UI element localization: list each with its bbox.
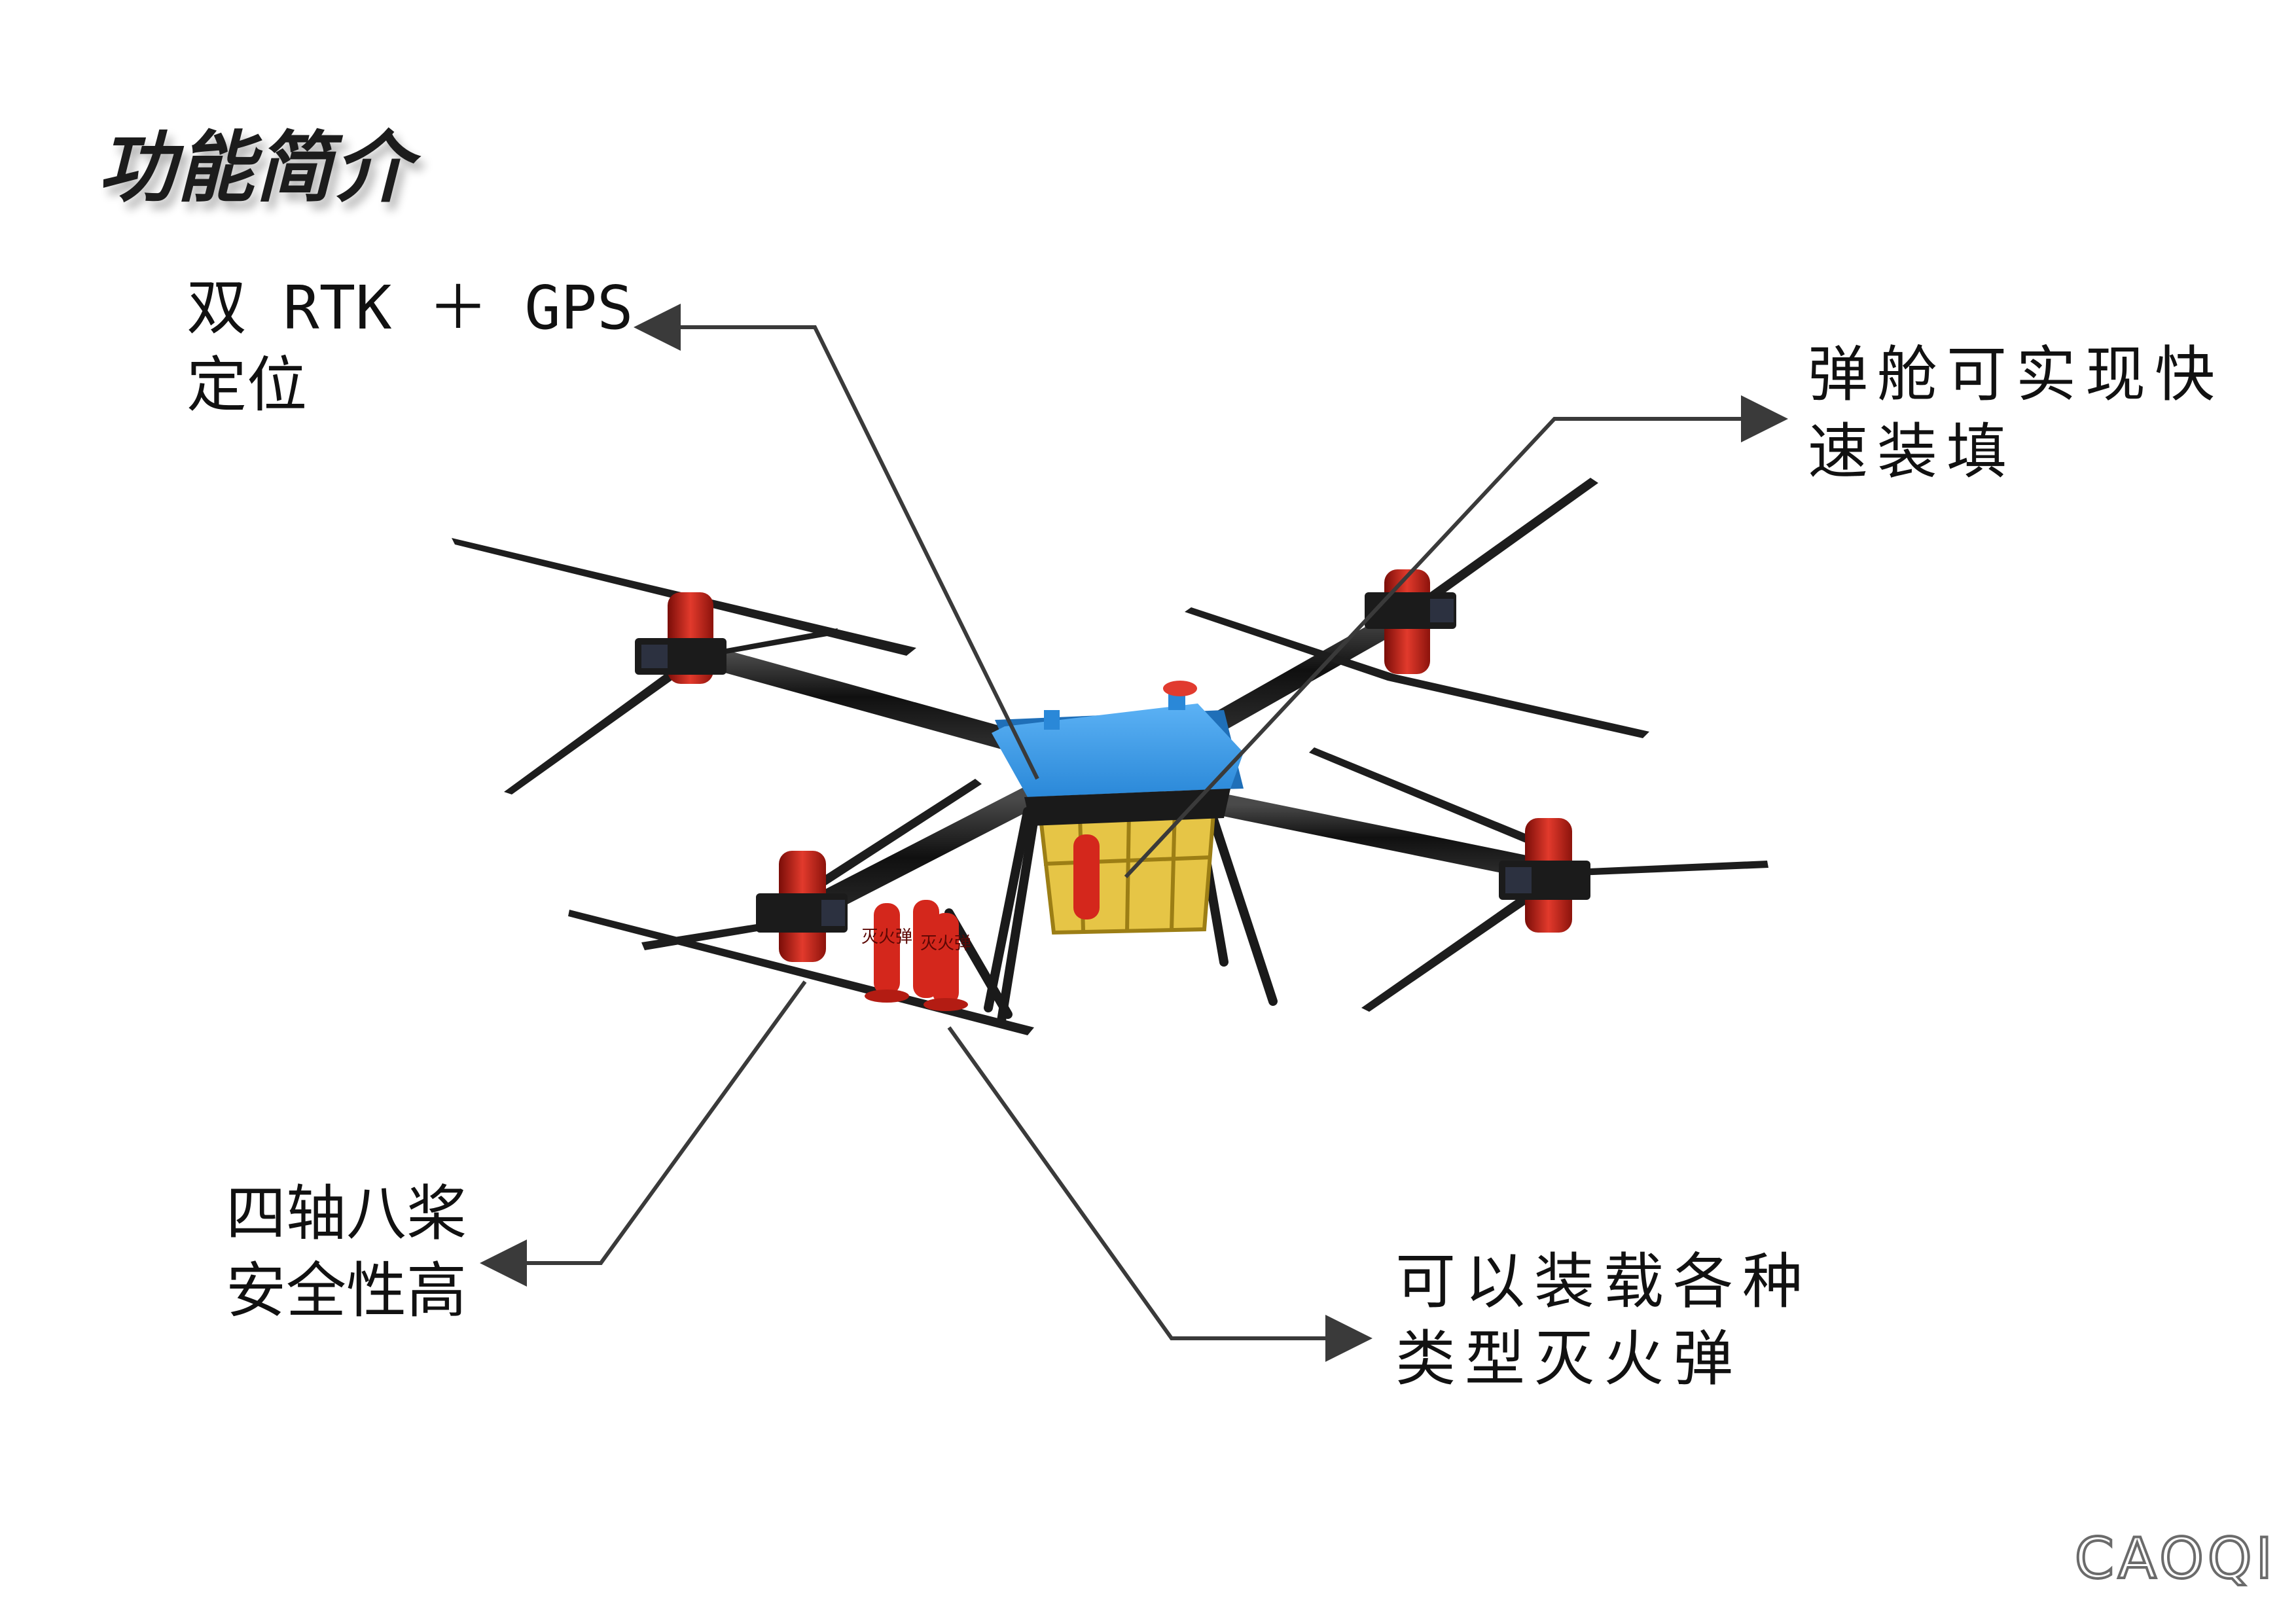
canopy [992, 681, 1244, 826]
leader-load [947, 1026, 1372, 1362]
callout-load-line2: 类型灭火弹 [1395, 1324, 1743, 1394]
cargo-bay [1038, 802, 1217, 935]
callout-rtk-line1: 双 RTK ＋ GPS [187, 273, 634, 343]
callout-rtk: 双 RTK ＋ GPS 定位 [187, 270, 634, 424]
motor-top-right [1365, 569, 1456, 674]
callout-bay: 弹舱可实现快 速装填 [1808, 336, 2224, 491]
callout-load-line1: 可以装载各种 [1395, 1247, 1812, 1317]
motor-bottom-right [1499, 818, 1590, 933]
callout-axis-line2: 安全性高 [226, 1256, 467, 1326]
callout-axis-line1: 四轴八桨 [226, 1179, 467, 1249]
page-title: 功能简介 [98, 122, 413, 213]
motors [635, 569, 1590, 962]
landing-gear [944, 807, 1278, 1026]
propellers [452, 478, 1768, 1035]
leader-axis [480, 980, 807, 1287]
arms [689, 605, 1556, 928]
callout-load: 可以装载各种 类型灭火弹 [1395, 1243, 1812, 1398]
leader-lines [480, 304, 1788, 1362]
callout-bay-line2: 速装填 [1808, 417, 2017, 487]
bomb-label: 灭火弹 [861, 927, 912, 947]
bomb-label: 灭火弹 [920, 934, 971, 954]
brand-logo: CAOQI [2073, 1525, 2276, 1593]
leader-rtk [634, 304, 1039, 780]
motor-top-left [635, 592, 726, 684]
callout-axis: 四轴八桨 安全性高 [226, 1175, 467, 1330]
fire-bombs: 灭火弹 灭火弹 [861, 900, 971, 1011]
callout-bay-line1: 弹舱可实现快 [1808, 340, 2225, 410]
callout-rtk-line2: 定位 [187, 350, 308, 420]
leader-bay [1124, 395, 1788, 879]
motor-bottom-left [756, 851, 848, 962]
